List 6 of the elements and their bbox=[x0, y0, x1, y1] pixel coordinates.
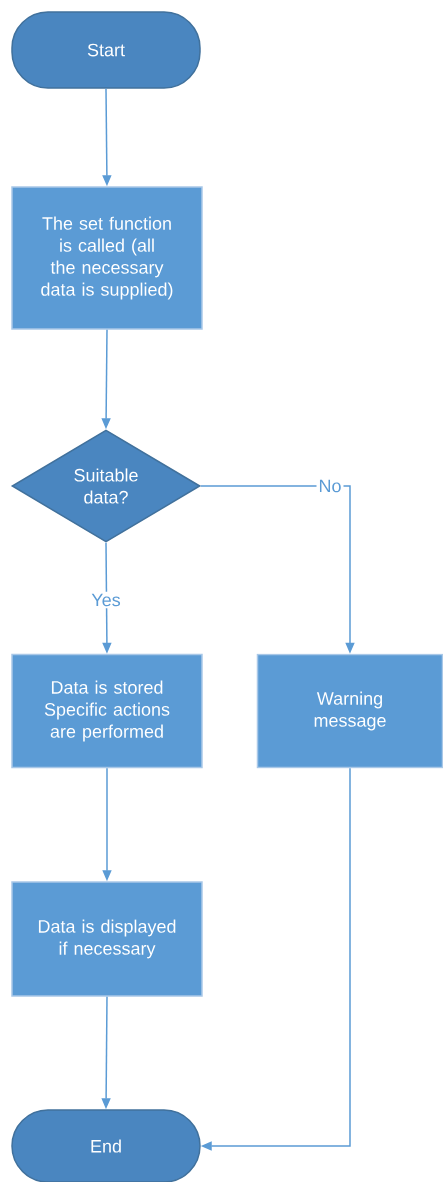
edge-label: Yes bbox=[89, 591, 123, 609]
edge-label: No bbox=[316, 477, 344, 495]
process-box: Data is stored Specific actions are performed bbox=[11, 653, 203, 769]
process-box: Warning message bbox=[256, 653, 443, 769]
process-box: Data is displayed if necessary bbox=[11, 881, 203, 997]
process-box: The set function is called (all the necessary data is supplied) bbox=[11, 186, 203, 330]
